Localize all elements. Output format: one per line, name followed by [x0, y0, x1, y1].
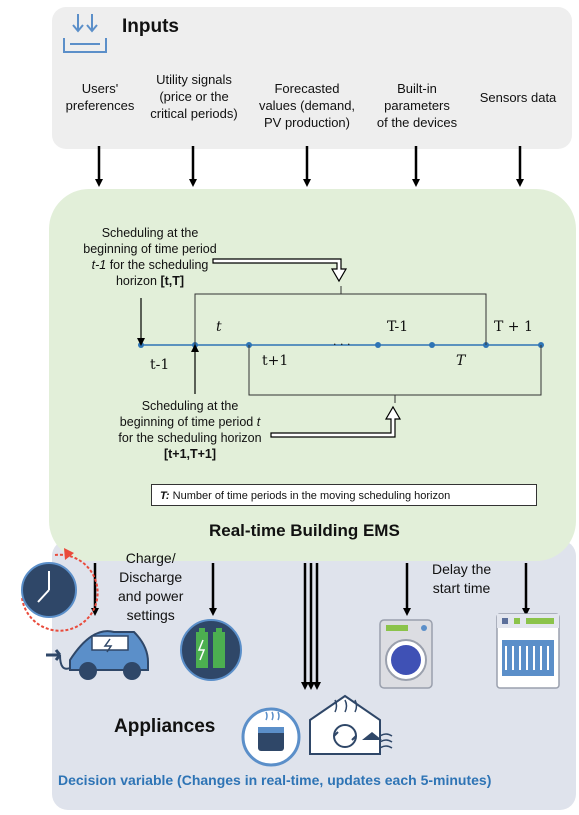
input-sensors-data: Sensors data	[479, 90, 557, 105]
label-t-top: t	[216, 319, 222, 335]
input-arrows	[95, 146, 524, 187]
delay-start-label: Delay the start time	[432, 561, 492, 596]
appliances-title: Appliances	[114, 716, 216, 737]
label-t-plus-1: t+1	[262, 353, 289, 369]
sched-top-line1: Scheduling at the	[101, 226, 199, 240]
inputs-panel	[52, 7, 572, 149]
scheduling-top-text: Scheduling at the beginning of time peri…	[80, 225, 220, 289]
inputs-title: Inputs	[122, 16, 179, 37]
hvac-house-icon	[309, 694, 393, 755]
horizon-note: T: Number of time periods in the moving …	[151, 484, 537, 506]
sched-bottom-line3: for the scheduling horizon	[118, 431, 262, 445]
sched-bottom-line1: Scheduling at the	[141, 399, 239, 413]
label-T-minus-1: T-1	[387, 319, 409, 335]
sched-bottom-line2: beginning of time period	[119, 415, 257, 429]
sched-top-horizon: [t,T]	[160, 274, 185, 288]
clock-icon	[21, 548, 99, 632]
sched-bottom-period: t	[256, 415, 261, 429]
label-T-plus-1: T + 1	[494, 319, 533, 335]
battery-icon	[180, 619, 242, 681]
label-T-bottom: T	[456, 353, 466, 369]
charge-discharge-label: Charge/ Discharge and power settings	[118, 550, 184, 623]
ev-charging-icon	[46, 630, 149, 680]
scheduling-bottom-text: Scheduling at the beginning of time peri…	[105, 398, 275, 462]
output-arrows	[91, 563, 530, 690]
input-built-in-parameters: Built-in parameters of the devices	[376, 81, 458, 130]
sched-top-line2: beginning of time period	[83, 242, 217, 256]
ems-title: Real-time Building EMS	[209, 521, 400, 540]
sched-top-line4: horizon	[115, 274, 161, 288]
timeline	[137, 258, 544, 438]
sched-bottom-horizon: [t+1,T+1]	[163, 447, 217, 461]
input-forecasted-values: Forecasted values (demand, PV production…	[258, 81, 356, 130]
label-t-minus-1: t-1	[150, 357, 170, 373]
inputs-tray-icon	[63, 14, 107, 53]
input-users-preferences: Users' preferences	[65, 81, 135, 113]
water-heater-icon	[241, 707, 301, 767]
sched-top-period: t-1	[91, 258, 107, 272]
dishwasher-icon	[496, 613, 560, 689]
label-dots: . . .	[333, 335, 351, 348]
input-utility-signals: Utility signals (price or the critical p…	[150, 72, 238, 121]
decision-variable-text: Decision variable (Changes in real-time,…	[58, 772, 492, 788]
note-symbol: T:	[160, 490, 170, 502]
washing-machine-icon	[379, 619, 433, 689]
sched-top-line3: for the scheduling	[106, 258, 209, 272]
note-text: Number of time periods in the moving sch…	[169, 490, 451, 502]
